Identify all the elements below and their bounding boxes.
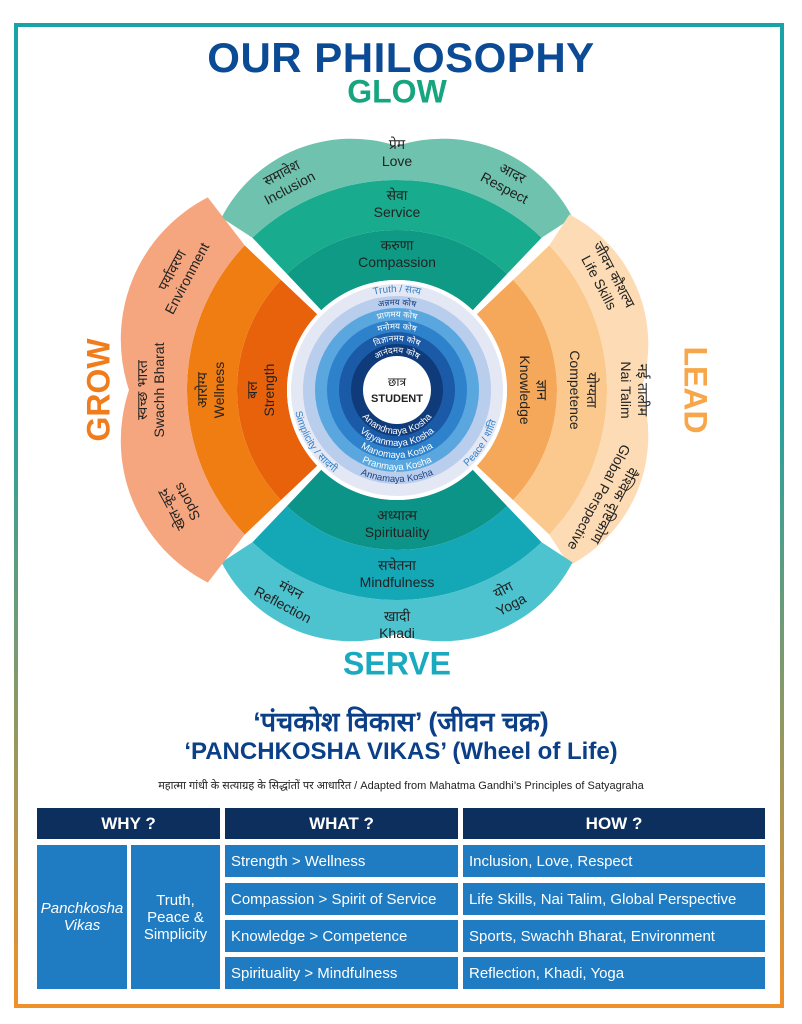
label-hindi: ज्ञान — [533, 380, 549, 401]
student-hindi: छात्र — [388, 375, 407, 389]
how-cell: Sports, Swachh Bharat, Environment — [463, 920, 765, 952]
kosha-hindi-label: प्राणमय कोष — [376, 309, 419, 322]
petals — [120, 138, 649, 642]
outer-band — [221, 542, 573, 642]
label-hindi: सेवा — [387, 187, 408, 204]
label-hindi: नई तालीम — [634, 364, 651, 417]
petal-lead — [476, 214, 649, 566]
student-center — [363, 356, 431, 424]
student-label: STUDENT — [371, 393, 423, 405]
kosha-hindi-label: अन्नमय कोष — [377, 297, 418, 309]
band-label: योग्यताCompetence — [567, 350, 600, 430]
label-english: Service — [374, 204, 421, 220]
label-hindi: योग्यता — [583, 372, 600, 408]
label-english: Competence — [567, 350, 583, 430]
label-hindi: आरोग्य — [194, 371, 211, 408]
label-hindi: स्वच्छ भारत — [135, 359, 151, 420]
label-english: Nai Talim — [618, 361, 634, 418]
how-cell: Inclusion, Love, Respect — [463, 845, 765, 877]
middle-band — [513, 245, 608, 535]
petal-heading-glow: GLOW — [347, 73, 447, 109]
label-english: Knowledge — [517, 355, 533, 424]
label-hindi: करुणा — [381, 238, 414, 254]
how-cell: Reflection, Khadi, Yoga — [463, 957, 765, 989]
label-english: Mindfulness — [360, 574, 435, 590]
label-english: Swachh Bharat — [151, 342, 167, 437]
hindi-title: ‘पंचकोश विकास’ (जीवन चक्र) — [253, 707, 549, 737]
band-label: करुणाCompassion — [358, 238, 436, 270]
middle-band — [252, 506, 542, 601]
middle-band — [252, 179, 542, 274]
middle-band — [186, 245, 281, 535]
petal-grow — [120, 197, 318, 583]
petal-labels: GLOWकरुणाCompassionसेवाServiceसमावेशIncl… — [80, 73, 713, 681]
header-why: WHY ? — [37, 808, 220, 839]
kosha-hindi-label: मनोमय कोष — [376, 321, 419, 334]
label-hindi: प्रेम — [389, 136, 406, 153]
header-how: HOW ? — [463, 808, 765, 839]
label-english: Wellness — [211, 362, 227, 419]
label-hindi: अध्यात्म — [377, 508, 418, 524]
why-panchkosha-vikas: Panchkosha Vikas — [37, 845, 127, 989]
label-hindi: सचेतना — [378, 557, 416, 574]
label-english: Khadi — [379, 625, 415, 641]
inner-band — [236, 279, 318, 501]
page-title: OUR PHILOSOPHY — [207, 34, 595, 81]
inner-band — [476, 279, 558, 501]
petal-heading-serve: SERVE — [343, 645, 451, 681]
header-what: WHAT ? — [225, 808, 458, 839]
petal-serve — [221, 469, 573, 642]
what-cell: Spirituality > Mindfulness — [225, 957, 458, 989]
outer-band — [549, 214, 649, 566]
what-cell: Knowledge > Competence — [225, 920, 458, 952]
inner-band — [286, 229, 508, 311]
petal-heading-lead: LEAD — [678, 346, 714, 433]
band-label: सेवाService — [374, 187, 421, 220]
petal-heading-grow: GROW — [80, 338, 116, 442]
label-hindi: खादी — [384, 608, 411, 625]
subtitle: महात्मा गांधी के सत्याग्रह के सिद्धांतों… — [158, 780, 644, 792]
outer-label: खादीKhadi — [379, 608, 415, 641]
why-values: Truth, Peace & Simplicity — [131, 845, 220, 989]
kosha-hindi-label-path: प्राणमय कोष — [376, 309, 419, 322]
what-cell: Compassion > Spirit of Service — [225, 883, 458, 915]
truth-label: Truth / सत्य — [372, 284, 422, 298]
label-english: Strength — [261, 364, 277, 417]
english-title: ‘PANCHKOSHA VIKAS’ (Wheel of Life) — [184, 738, 618, 765]
kosha-hindi-label: विज्ञानमय कोष — [372, 333, 423, 348]
what-cell: Strength > Wellness — [225, 845, 458, 877]
petal-glow — [221, 138, 573, 311]
inner-band — [286, 469, 508, 551]
kosha-hindi-label-path: मनोमय कोष — [376, 321, 419, 334]
outer-band — [120, 197, 245, 583]
how-cell: Life Skills, Nai Talim, Global Perspecti… — [463, 883, 765, 915]
kosha-hindi-label-path: विज्ञानमय कोष — [372, 333, 423, 348]
band-label: सचेतनाMindfulness — [360, 557, 435, 590]
label-hindi: बल — [245, 381, 261, 399]
label-english: Spirituality — [365, 524, 430, 540]
label-english: Compassion — [358, 254, 436, 270]
label-english: Love — [382, 153, 413, 169]
outer-band — [221, 138, 573, 238]
kosha-hindi-label-path: अन्नमय कोष — [377, 297, 418, 309]
truth-label-path: Truth / सत्य — [372, 284, 422, 298]
